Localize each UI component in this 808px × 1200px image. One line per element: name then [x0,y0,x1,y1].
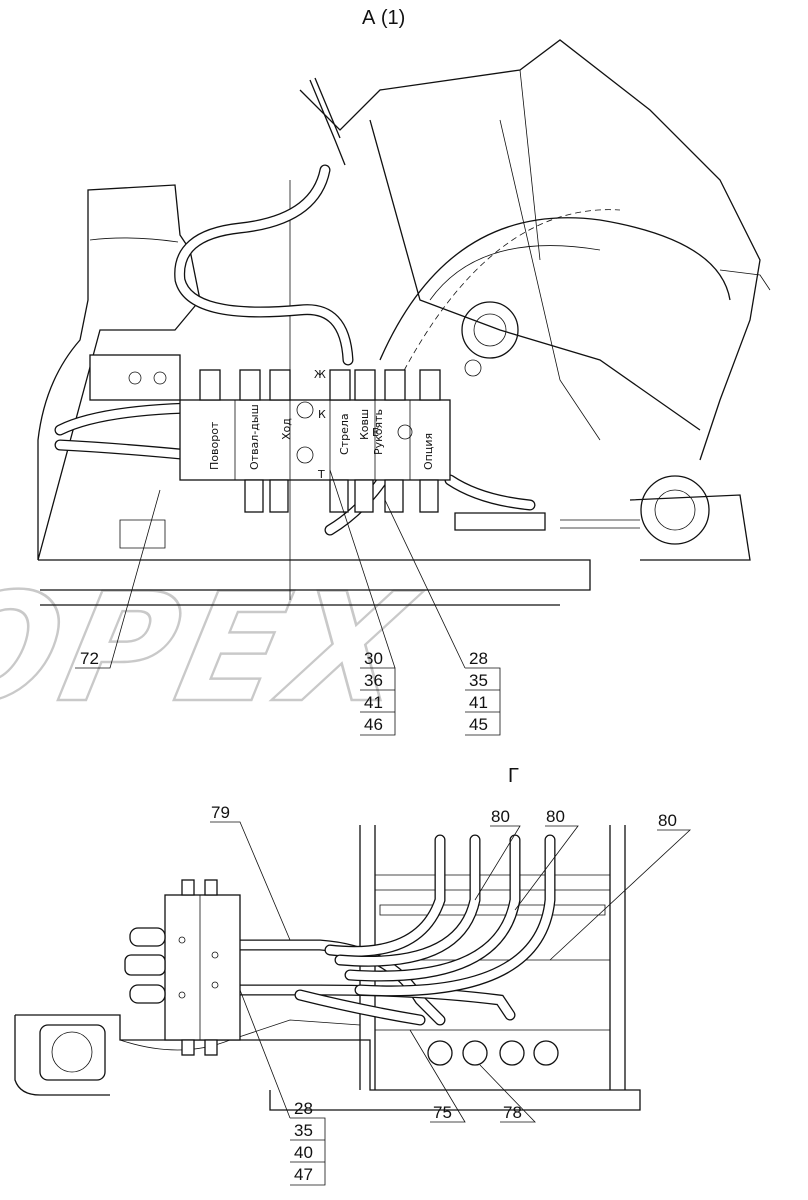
control-valve-block [89,354,451,513]
valve-block-view-g [124,879,241,1056]
hoses-view-g [234,834,559,1066]
callout-30: 30 [364,649,383,668]
section-label-povorot: Поворот [208,421,221,470]
callout-28b: 28 [294,1099,313,1118]
callout-45: 45 [469,715,488,734]
port-letter-e: Е [372,426,379,439]
callout-28a: 28 [469,649,488,668]
callout-35b: 35 [294,1121,313,1140]
port-letter-zh: Ж [314,368,326,381]
callout-79: 79 [211,803,230,822]
callout-36: 36 [364,671,383,690]
callout-78: 78 [503,1103,522,1122]
view-a-title: А (1) [362,7,405,29]
watermark-text: OPEX [0,561,431,736]
port-letter-k: К [318,408,326,421]
callout-80c: 80 [658,811,677,830]
section-label-khod: Ход [280,418,293,440]
callout-35a: 35 [469,671,488,690]
section-label-strela: Стрела [338,413,351,455]
callout-40: 40 [294,1143,313,1162]
boom-arm [299,39,771,561]
callout-41b: 41 [469,693,488,712]
callout-80b: 80 [546,807,565,826]
view-g-title: Г [508,765,519,787]
callout-80a: 80 [491,807,510,826]
leaders-view-a [75,469,501,736]
callout-46: 46 [364,715,383,734]
frame-view-g [14,825,641,1111]
section-label-kovsh: Ковш [358,409,371,440]
callout-75: 75 [433,1103,452,1122]
section-label-otval: Отвал-дыш [248,404,261,470]
callout-41a: 41 [364,693,383,712]
section-label-rukoyat: Рукоять [372,409,385,455]
port-letter-t: Т [317,468,325,481]
callout-47: 47 [294,1165,313,1184]
section-label-opciya: Опция [422,433,435,470]
callout-72: 72 [80,649,99,668]
leaders-view-g [210,821,692,1186]
